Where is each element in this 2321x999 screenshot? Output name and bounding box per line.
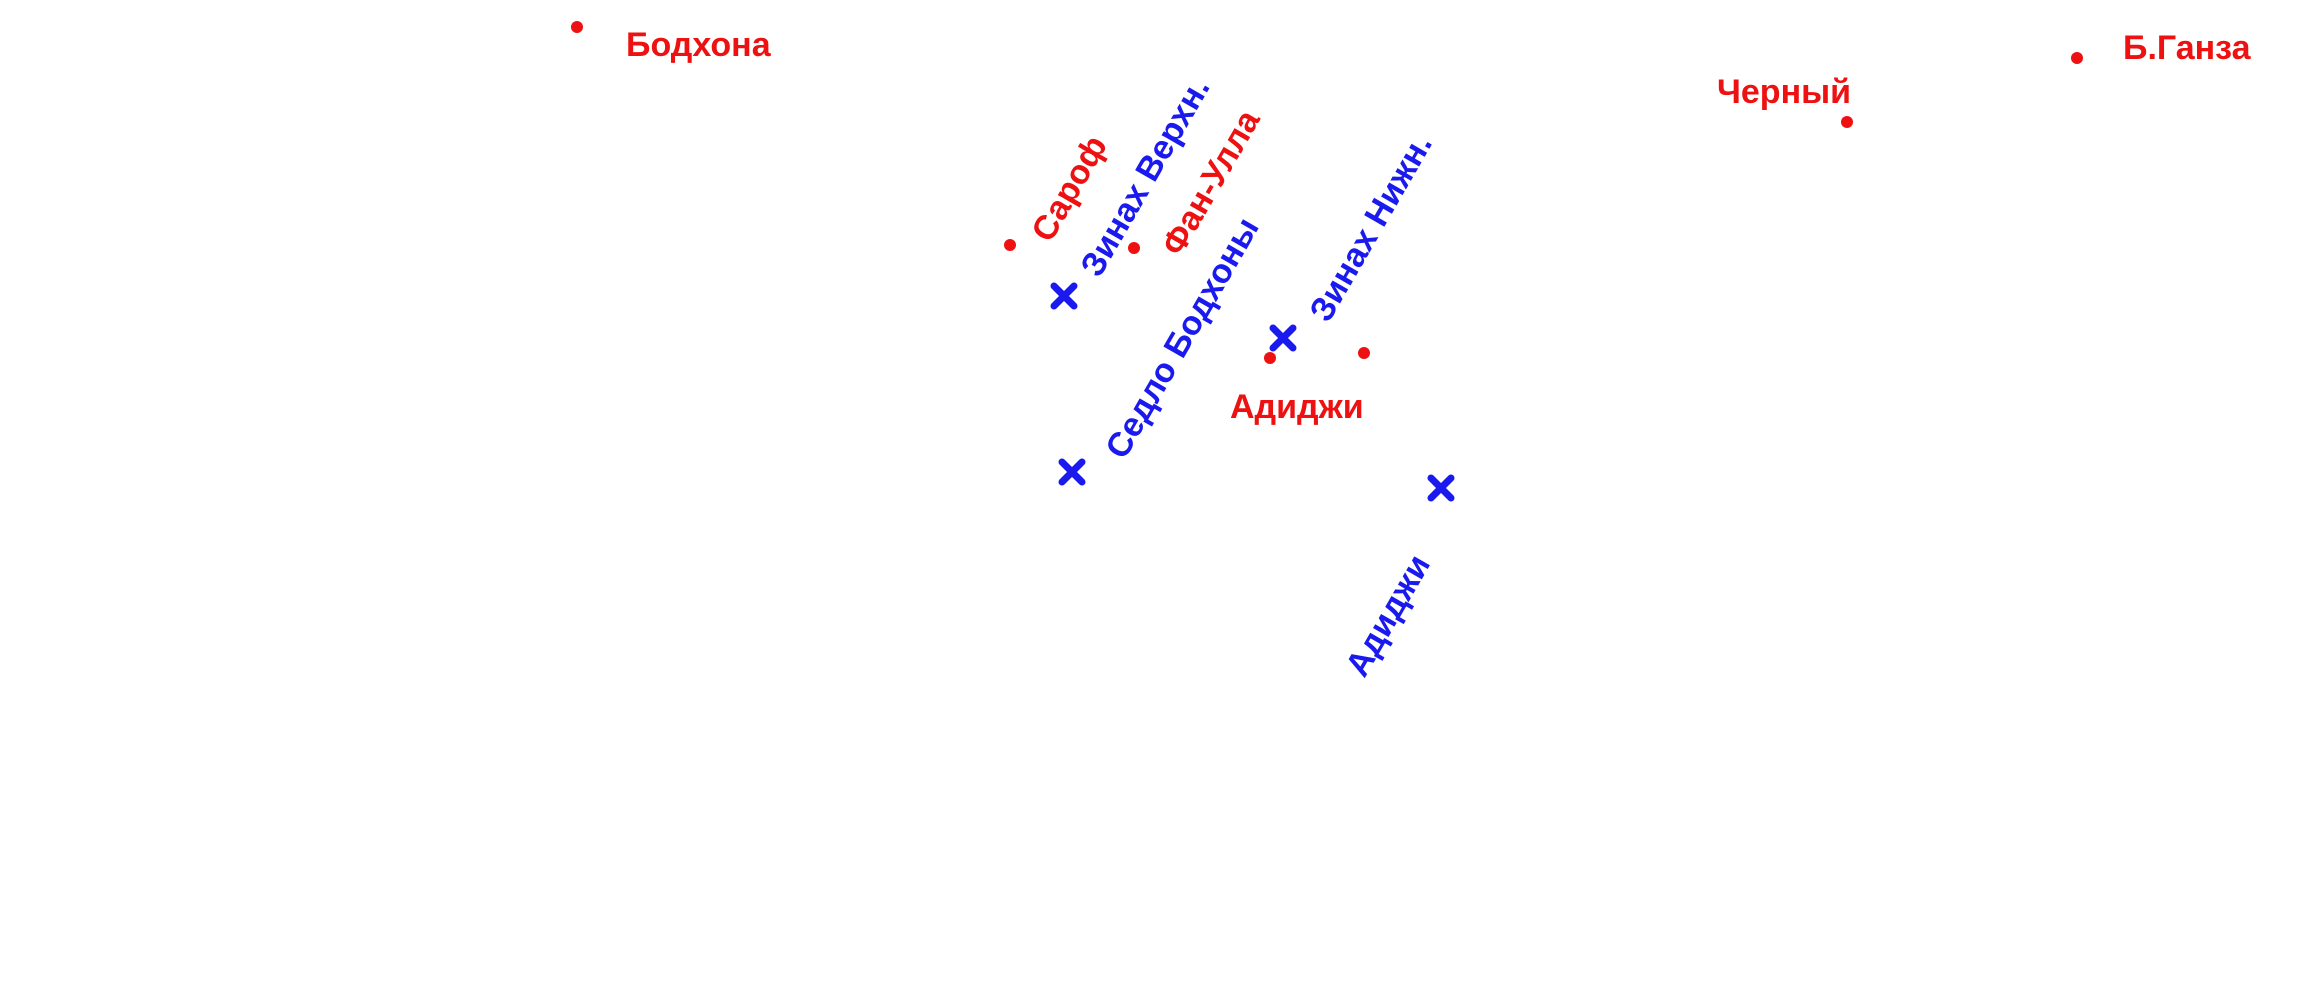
peak-marker-sarof-icon [1004,239,1016,251]
pass-marker-adidzhi-icon [1426,473,1456,503]
pass-marker-zinakh-verkhn-icon [1049,281,1079,311]
pass-label-zinakh-nizhn: Зинах Нижн. [1302,127,1440,328]
peak-label-b-ganza: Б.Ганза [2123,29,2251,67]
peak-marker-adidzhi-2-icon [1358,347,1370,359]
peak-label-adidzhi: Адиджи [1230,388,1364,426]
peak-marker-fan-ulla-icon [1128,242,1140,254]
peak-marker-adidzhi-icon [1264,352,1276,364]
peak-label-cherny: Черный [1717,73,1852,111]
pass-marker-zinakh-nizhn-icon [1268,323,1298,353]
peak-marker-cherny-icon [1841,116,1853,128]
peak-marker-bodkhona-icon [571,21,583,33]
pass-label-adidzhi: Адиджи [1338,548,1438,683]
peak-label-bodkhona: Бодхона [626,26,771,64]
peak-marker-b-ganza-icon [2071,52,2083,64]
pass-marker-sedlo-bodkhony-icon [1057,457,1087,487]
